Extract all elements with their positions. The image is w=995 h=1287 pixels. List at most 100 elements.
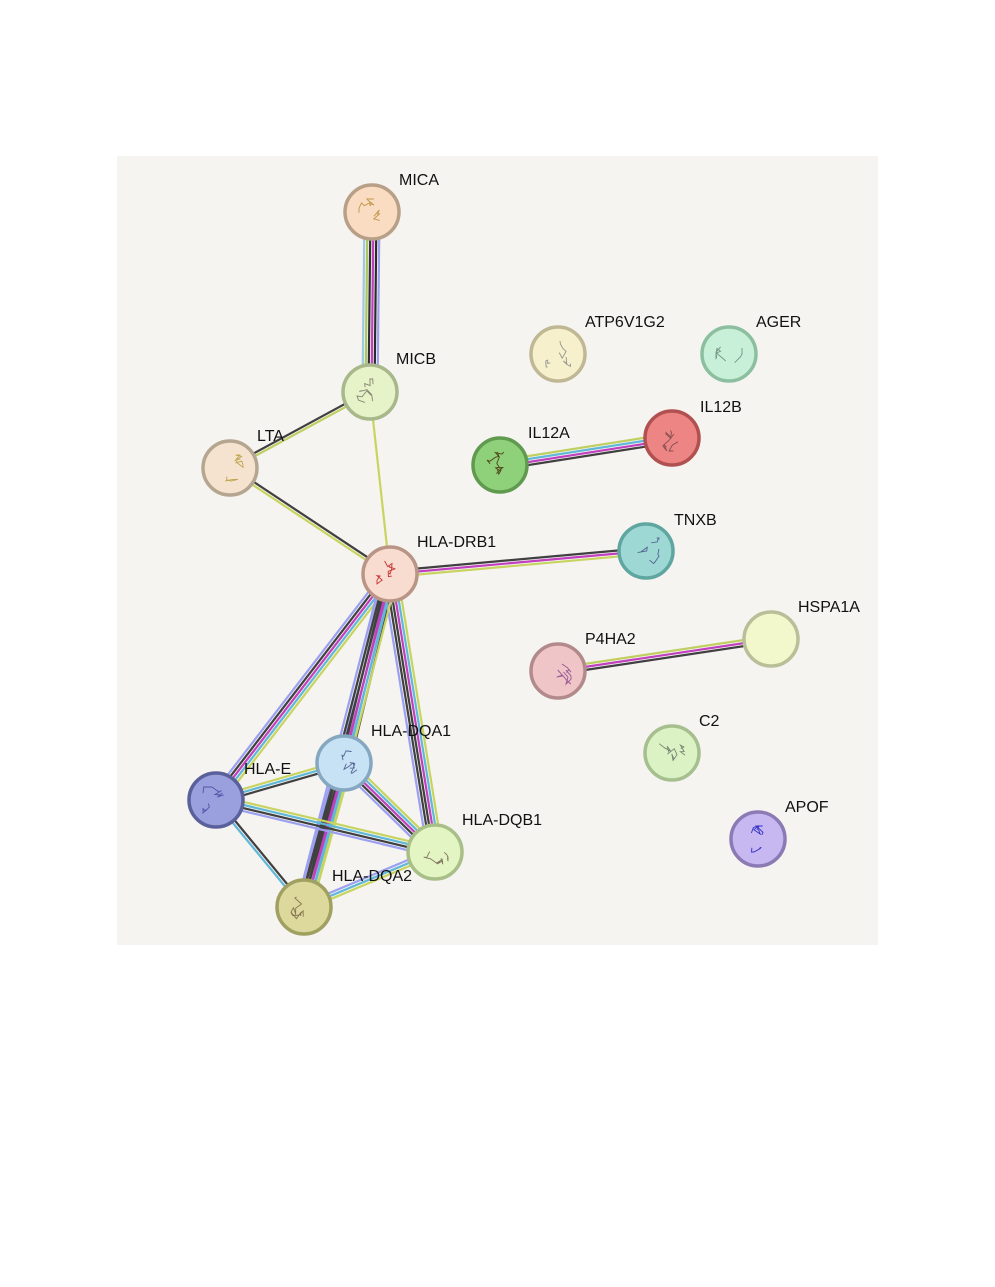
node-hspa1a[interactable]: HSPA1A (742, 599, 860, 668)
node-hla-e[interactable]: HLA-E (187, 761, 291, 829)
edge-evidence-line (215, 797, 437, 852)
edge-evidence-line (215, 794, 438, 849)
node-circle[interactable] (406, 823, 464, 881)
node-label: HLA-DRB1 (417, 534, 496, 551)
node-circle[interactable] (315, 734, 373, 792)
edge-evidence-line (557, 640, 773, 676)
edge-LTA-HLA-DRB1 (228, 465, 392, 577)
edge-evidence-line (217, 574, 394, 803)
node-hla-dqa1[interactable]: HLA-DQA1 (315, 723, 451, 792)
edge-evidence-line (388, 549, 648, 576)
node-hla-drb1[interactable]: HLA-DRB1 (361, 534, 496, 603)
node-micb[interactable]: MICB (341, 351, 436, 421)
edge-evidence-line (384, 573, 432, 854)
node-label: APOF (785, 799, 829, 816)
node-label: P4HA2 (585, 631, 636, 648)
node-p4ha2[interactable]: P4HA2 (529, 631, 636, 700)
edge-MICB-HLA-DRB1 (368, 390, 392, 576)
node-circle[interactable] (729, 810, 787, 868)
edge-evidence-line (210, 569, 387, 798)
protein-structure-icon (715, 346, 743, 364)
node-circle[interactable] (643, 724, 701, 782)
edge-evidence-line (373, 210, 378, 394)
node-label: HLA-DQA2 (332, 868, 412, 885)
edge-evidence-line (390, 572, 438, 853)
node-circle[interactable] (529, 325, 587, 383)
edge-evidence-line (367, 210, 372, 394)
edge-evidence-line (229, 465, 392, 574)
node-lta[interactable]: LTA (201, 428, 284, 497)
node-circle[interactable] (529, 642, 587, 700)
edge-evidence-line (376, 211, 381, 394)
edge-HLA-DRB1-HLA-E (210, 569, 396, 805)
edge-evidence-line (393, 572, 441, 853)
node-circle[interactable] (742, 610, 800, 668)
edge-evidence-line (219, 576, 396, 805)
node-tnxb[interactable]: TNXB (617, 512, 717, 580)
node-mica[interactable]: MICA (343, 172, 439, 241)
edge-evidence-line (396, 571, 444, 852)
node-circle[interactable] (471, 436, 529, 494)
edge-evidence-line (214, 572, 392, 802)
edge-evidence-line (228, 468, 391, 577)
edge-evidence-line (387, 573, 435, 854)
protein-structure-icon (545, 340, 571, 368)
node-label: HLA-DQB1 (462, 812, 542, 829)
edge-evidence-line (498, 435, 673, 465)
edge-evidence-line (213, 803, 436, 858)
node-label: HSPA1A (798, 599, 860, 616)
edge-HLA-E-HLA-DQB1 (213, 794, 438, 858)
node-label: MICA (399, 172, 439, 189)
node-hla-dqa2[interactable]: HLA-DQA2 (275, 868, 412, 936)
protein-structure-icon (750, 825, 764, 853)
protein-structure-icon (202, 786, 224, 815)
node-circle[interactable] (187, 771, 245, 829)
node-il12a[interactable]: IL12A (471, 425, 570, 494)
protein-structure-icon (662, 430, 679, 452)
node-circle[interactable] (643, 409, 701, 467)
node-apof[interactable]: APOF (729, 799, 829, 868)
edge-MICA-MICB (361, 210, 381, 394)
edge-evidence-line (498, 432, 673, 462)
node-circle[interactable] (700, 325, 758, 383)
protein-structure-icon (358, 198, 381, 221)
node-circle[interactable] (341, 363, 399, 421)
node-atp6v1g2[interactable]: ATP6V1G2 (529, 314, 665, 383)
edge-evidence-line (370, 210, 375, 394)
protein-structure-icon (423, 851, 449, 865)
protein-structure-icon (637, 537, 660, 564)
node-circle[interactable] (201, 439, 259, 497)
edge-IL12A-IL12B (498, 432, 674, 471)
edge-evidence-line (212, 571, 389, 800)
edge-P4HA2-HSPA1A (556, 634, 773, 676)
protein-structure-icon (356, 378, 374, 403)
edge-evidence-line (368, 390, 392, 576)
node-ager[interactable]: AGER (700, 314, 801, 383)
protein-structure-icon (486, 451, 505, 476)
protein-structure-icon (375, 560, 397, 585)
node-label: C2 (699, 713, 720, 730)
node-label: TNXB (674, 512, 717, 529)
protein-structure-icon (556, 663, 572, 686)
protein-structure-icon (290, 896, 304, 920)
node-circle[interactable] (343, 183, 401, 241)
protein-structure-icon (341, 750, 358, 775)
edge-evidence-line (214, 800, 436, 855)
edge-evidence-line (499, 441, 674, 471)
node-label: HLA-E (244, 761, 291, 778)
node-hla-dqb1[interactable]: HLA-DQB1 (406, 812, 542, 881)
edge-evidence-line (389, 552, 648, 579)
edge-evidence-line (388, 546, 647, 573)
protein-structure-icon (225, 454, 244, 482)
node-c2[interactable]: C2 (643, 713, 720, 782)
edge-evidence-line (556, 637, 773, 673)
edges-layer (210, 210, 773, 911)
node-label: HLA-DQA1 (371, 723, 451, 740)
node-il12b[interactable]: IL12B (643, 399, 742, 467)
edge-HLA-DRB1-TNXB (388, 546, 648, 579)
nodes-layer: MICA MICB LTA ATP6V1G2 AGER IL12A IL12B HLA-DRB… (187, 172, 860, 936)
node-label: IL12B (700, 399, 742, 416)
edge-evidence-line (364, 210, 369, 394)
node-circle[interactable] (275, 878, 333, 936)
